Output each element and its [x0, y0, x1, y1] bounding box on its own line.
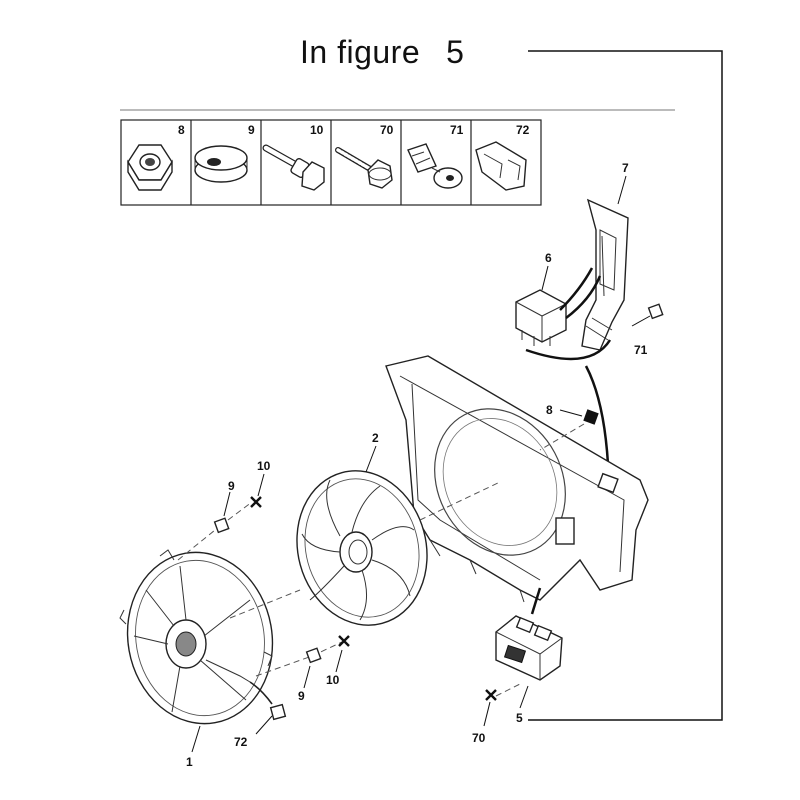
hardware-ref-72: 72 [516, 123, 530, 137]
nut-marker [583, 409, 599, 425]
bottom-bolt-marker [338, 635, 350, 647]
bottom-grommet-marker [305, 647, 322, 664]
shoulder-bolt-icon [262, 144, 325, 191]
bracket-arc [525, 339, 612, 361]
hardware-table: 8 9 10 70 71 72 [120, 119, 542, 206]
hardware-ref-9: 9 [248, 123, 255, 137]
figure-number: 5 [446, 34, 465, 70]
blade-leader [365, 445, 377, 473]
screw-axis-dash [495, 683, 521, 697]
relay-leader [541, 265, 549, 291]
motor-leader [191, 725, 201, 753]
top-grommet-marker [213, 517, 230, 534]
bottom-grommet-leader [303, 665, 311, 689]
motor-axis-dash [229, 589, 301, 619]
callout-resistor: 5 [516, 711, 523, 725]
callout-bolt-top: 10 [257, 459, 271, 473]
bracket-leader [617, 175, 627, 205]
bracket-link-line [584, 365, 610, 465]
screw-marker [485, 689, 497, 701]
hex-nut-icon [127, 144, 173, 191]
clip-icon [475, 141, 527, 191]
resistor-leader [519, 685, 529, 709]
callout-grommet-top: 9 [228, 479, 235, 493]
callout-bracket: 7 [622, 161, 629, 175]
rivet-leader [631, 315, 651, 327]
fan-motor-assembly [119, 549, 274, 725]
figure-heading: In figure 5 [300, 34, 464, 71]
callout-nut: 8 [546, 403, 553, 417]
fan-blade [296, 470, 428, 626]
callout-grommet-bottom: 9 [298, 689, 305, 703]
resistor-connector-line [530, 587, 542, 615]
hardware-ref-70: 70 [380, 123, 394, 137]
hardware-ref-10: 10 [310, 123, 324, 137]
rubber-grommet-icon [194, 145, 248, 183]
nut-leader [559, 409, 583, 417]
rivet-marker [647, 303, 664, 320]
screw-leader [483, 701, 491, 727]
bottom-bolt-leader [335, 649, 343, 673]
plastic-rivet-icon [407, 143, 463, 189]
callout-screw: 70 [472, 731, 486, 745]
clip-leader [255, 715, 273, 735]
top-grommet-leader [223, 491, 231, 517]
resistor-module [495, 615, 563, 681]
callout-clip: 72 [234, 735, 248, 749]
top-bolt-marker [250, 496, 262, 508]
screw-icon [335, 147, 393, 189]
hardware-ref-8: 8 [178, 123, 185, 137]
callout-rivet: 71 [634, 343, 648, 357]
callout-bolt-bottom: 10 [326, 673, 340, 687]
top-bolt-leader [257, 473, 265, 497]
relay-connector-lines [559, 267, 602, 319]
relay [515, 289, 567, 346]
clip-marker [269, 703, 287, 721]
callout-relay: 6 [545, 251, 552, 265]
blade-axis-dash [419, 481, 501, 521]
callout-fan-motor: 1 [186, 755, 193, 769]
relay-bracket [581, 198, 629, 351]
callout-fan-blade: 2 [372, 431, 379, 445]
figure-heading-text: In figure [300, 34, 421, 70]
top-fastener-axis [177, 525, 221, 561]
figure-reference-line [528, 50, 723, 721]
nut-axis-line [539, 423, 585, 451]
top-fastener-axis-2 [219, 501, 253, 527]
hardware-ref-71: 71 [450, 123, 464, 137]
